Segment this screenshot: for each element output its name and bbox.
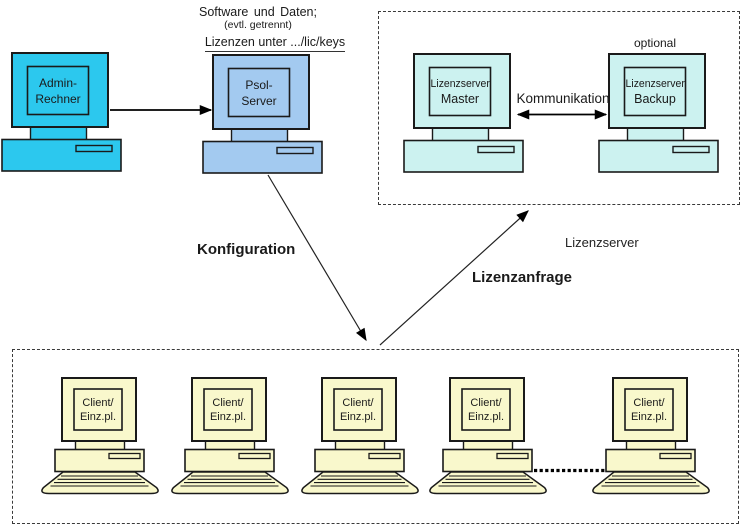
label-line1: Client/ [470, 396, 502, 409]
client-computer-5: Client/ Einz.pl. [591, 377, 711, 499]
psol-server-computer: Psol- Server [202, 54, 324, 174]
label-line1: Client/ [82, 396, 114, 409]
konfiguration-label: Konfiguration [197, 241, 296, 258]
lizenzanfrage-label: Lizenzanfrage [472, 269, 573, 286]
lizenzserver-group-label: Lizenzserver [565, 235, 639, 250]
label-line2: Einz.pl. [209, 410, 247, 423]
client-computer-4: Client/ Einz.pl. [428, 377, 548, 499]
client-screen-label: Client/ Einz.pl. [625, 389, 673, 430]
label-line1: Client/ [633, 396, 665, 409]
label-line1: Lizenzserver [625, 77, 685, 90]
lizenzserver-master-screen-label: Lizenzserver Master [429, 67, 491, 116]
lizenzserver-group-box [378, 11, 740, 205]
lizenzserver-master-computer: Lizenzserver Master [403, 53, 525, 173]
lizenzserver-backup-screen-label: Lizenzserver Backup [624, 67, 686, 116]
label-line1: Psol- [245, 77, 273, 92]
label-line2: Backup [634, 91, 676, 106]
label-line2: Einz.pl. [339, 410, 377, 423]
label-line1: Lizenzserver [430, 77, 490, 90]
software-und-daten-label: Software und Daten; [199, 5, 317, 19]
client-computer-2: Client/ Einz.pl. [170, 377, 290, 499]
psol-server-screen-label: Psol- Server [228, 68, 290, 117]
client-screen-label: Client/ Einz.pl. [204, 389, 252, 430]
label-line2: Master [440, 91, 480, 106]
kommunikation-label: Kommunikation [516, 91, 610, 106]
label-line2: Server [241, 93, 277, 108]
clients-group-box [12, 349, 739, 524]
label-line1: Admin- [38, 75, 77, 90]
lizenzen-unter-text: Lizenzen unter .../lic/keys [204, 35, 346, 52]
label-line2: Einz.pl. [630, 410, 668, 423]
label-line1: Client/ [212, 396, 244, 409]
client-computer-3: Client/ Einz.pl. [300, 377, 420, 499]
evtl-getrennt-label: (evtl. getrennt) [224, 19, 292, 31]
client-screen-label: Client/ Einz.pl. [462, 389, 510, 430]
client-screen-label: Client/ Einz.pl. [334, 389, 382, 430]
label-line2: Rechner [35, 91, 81, 106]
optional-label: optional [633, 36, 677, 50]
client-screen-label: Client/ Einz.pl. [74, 389, 122, 430]
admin-rechner-screen-label: Admin- Rechner [27, 66, 89, 115]
lizenzserver-backup-computer: Lizenzserver Backup [598, 53, 720, 173]
lizenzen-unter-lic-keys-label: Lizenzen unter .../lic/keys [204, 35, 346, 52]
admin-rechner-computer: Admin- Rechner [1, 52, 123, 172]
label-line1: Client/ [342, 396, 374, 409]
client-computer-1: Client/ Einz.pl. [40, 377, 160, 499]
label-line2: Einz.pl. [79, 410, 117, 423]
label-line2: Einz.pl. [467, 410, 505, 423]
